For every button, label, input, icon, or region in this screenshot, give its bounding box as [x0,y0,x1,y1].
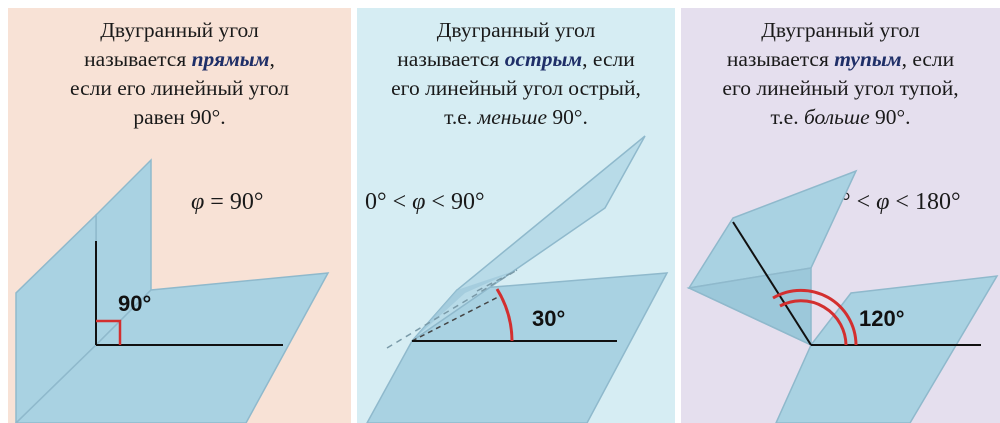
panel-obtuse-angle: Двугранный угол называется тупым, если е… [681,8,1000,423]
title-line-1: Двугранный угол [761,18,920,42]
title-line-1: Двугранный угол [436,18,596,42]
title-line-3: его линейный угол тупой, [722,76,959,100]
panel-right-angle: Двугранный угол называется прямым, если … [8,8,351,423]
keyword-term: острым [504,47,583,71]
linear-angle-inclined-ray [732,221,812,346]
linear-angle-inclined-ray [411,294,503,342]
right-angle-mark [96,319,122,345]
title-line-3: если его линейный угол [69,76,290,100]
lower-plane [688,275,999,423]
angle-label: 30° [532,306,565,331]
angle-label: 90° [118,291,151,316]
title-line-2: называется острым, если [397,47,635,71]
title-line-1: Двугранный угол [100,18,259,42]
title-line-2: называется прямым, [84,47,275,71]
obtuse-dihedral-figure: 120° [686,169,999,423]
obtuse-angle-arc-inner [779,299,848,346]
upper-plane [687,169,858,290]
title-line-2: называется тупым, если [726,47,955,71]
angle-formula: 0° < φ < 90° [365,189,485,215]
definition-text: Двугранный угол называется прямым, если … [8,16,351,132]
hidden-edge-dashed [386,269,518,349]
title-line-4: т.е. меньше 90°. [444,105,588,129]
title-line-4: т.е. больше 90°. [770,105,911,129]
right-dihedral-figure: 90° [14,158,330,423]
keyword-term: тупым [834,47,902,71]
angle-label: 120° [859,306,905,331]
acute-dihedral-figure: 30° [366,135,669,423]
obtuse-angle-arc-outer [772,288,858,346]
acute-angle-arc [495,288,514,342]
title-line-4: равен 90°. [133,105,226,129]
keyword-term: прямым [191,47,270,71]
definition-text: Двугранный угол называется тупым, если е… [681,16,1000,132]
horizontal-plane [366,272,669,423]
title-line-3: его линейный угол острый, [391,76,641,100]
angle-formula: φ = 90° [191,189,264,215]
hidden-edge-dashed-2 [476,269,518,292]
definition-text: Двугранный угол называется острым, если … [357,16,675,132]
horizontal-plane [14,272,330,423]
panel-acute-angle: Двугранный угол называется острым, если … [357,8,675,423]
